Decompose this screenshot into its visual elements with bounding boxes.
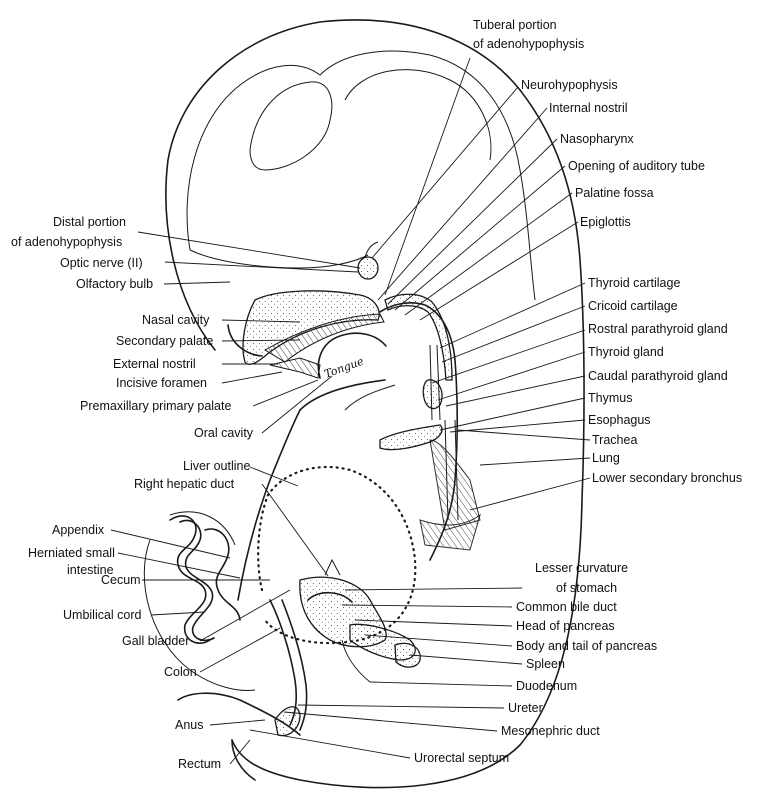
- label-esophagus: Esophagus: [588, 413, 651, 427]
- label-appendix: Appendix: [52, 523, 105, 537]
- label-secondary-palate: Secondary palate: [116, 334, 213, 348]
- label-opening-auditory-tube: Opening of auditory tube: [568, 159, 705, 173]
- gut-structures: [169, 515, 421, 737]
- label-mesonephric-duct: Mesonephric duct: [501, 724, 600, 738]
- label-thyroid-cartilage: Thyroid cartilage: [588, 276, 680, 290]
- label-incisive-foramen: Incisive foramen: [116, 376, 207, 390]
- label-tuberal-portion-1: Tuberal portion: [473, 18, 557, 32]
- label-trachea: Trachea: [592, 433, 637, 447]
- label-thyroid-gland: Thyroid gland: [588, 345, 664, 359]
- label-gall-bladder: Gall bladder: [122, 634, 189, 648]
- label-herniated-2: intestine: [67, 563, 114, 577]
- label-rectum: Rectum: [178, 757, 221, 771]
- label-lesser-curvature-1: Lesser curvature: [535, 561, 628, 575]
- label-nasal-cavity: Nasal cavity: [142, 313, 210, 327]
- label-ureter: Ureter: [508, 701, 543, 715]
- label-rostral-parathyroid: Rostral parathyroid gland: [588, 322, 728, 336]
- label-palatine-fossa: Palatine fossa: [575, 186, 654, 200]
- label-right-hepatic-duct: Right hepatic duct: [134, 477, 235, 491]
- label-lower-secondary-bronchus: Lower secondary bronchus: [592, 471, 742, 485]
- label-external-nostril: External nostril: [113, 357, 196, 371]
- label-head-of-pancreas: Head of pancreas: [516, 619, 615, 633]
- label-neurohypophysis: Neurohypophysis: [521, 78, 618, 92]
- label-lung: Lung: [592, 451, 620, 465]
- label-epiglottis: Epiglottis: [580, 215, 631, 229]
- leader-lines: [110, 57, 591, 765]
- label-caudal-parathyroid: Caudal parathyroid gland: [588, 369, 728, 383]
- label-colon: Colon: [164, 665, 197, 679]
- label-internal-nostril: Internal nostril: [549, 101, 628, 115]
- label-optic-nerve: Optic nerve (II): [60, 256, 143, 270]
- label-liver-outline: Liver outline: [183, 459, 250, 473]
- label-oral-cavity: Oral cavity: [194, 426, 254, 440]
- body-outline: [143, 19, 585, 789]
- label-cricoid-cartilage: Cricoid cartilage: [588, 299, 678, 313]
- label-cecum: Cecum: [101, 573, 141, 587]
- label-common-bile-duct: Common bile duct: [516, 600, 617, 614]
- neck-structures: [379, 344, 481, 551]
- label-urorectal-septum: Urorectal septum: [414, 751, 509, 765]
- label-olfactory-bulb: Olfactory bulb: [76, 277, 153, 291]
- label-herniated-1: Herniated small: [28, 546, 115, 560]
- pituitary: [357, 241, 379, 280]
- label-duodenum: Duodenum: [516, 679, 577, 693]
- label-tuberal-portion-2: of adenohypophysis: [473, 37, 584, 51]
- label-body-tail-pancreas: Body and tail of pancreas: [516, 639, 657, 653]
- tongue-label: Tongue: [323, 354, 366, 380]
- label-umbilical-cord: Umbilical cord: [63, 608, 142, 622]
- label-lesser-curvature-2: of stomach: [556, 581, 617, 595]
- labels: Tuberal portion of adenohypophysis Neuro…: [11, 18, 742, 771]
- label-anus: Anus: [175, 718, 204, 732]
- label-spleen: Spleen: [526, 657, 565, 671]
- label-thymus: Thymus: [588, 391, 632, 405]
- label-distal-portion-2: of adenohypophysis: [11, 235, 122, 249]
- label-distal-portion-1: Distal portion: [53, 215, 126, 229]
- label-nasopharynx: Nasopharynx: [560, 132, 634, 146]
- label-premaxillary-palate: Premaxillary primary palate: [80, 399, 231, 413]
- nasal-palate-region: Tongue: [242, 290, 459, 561]
